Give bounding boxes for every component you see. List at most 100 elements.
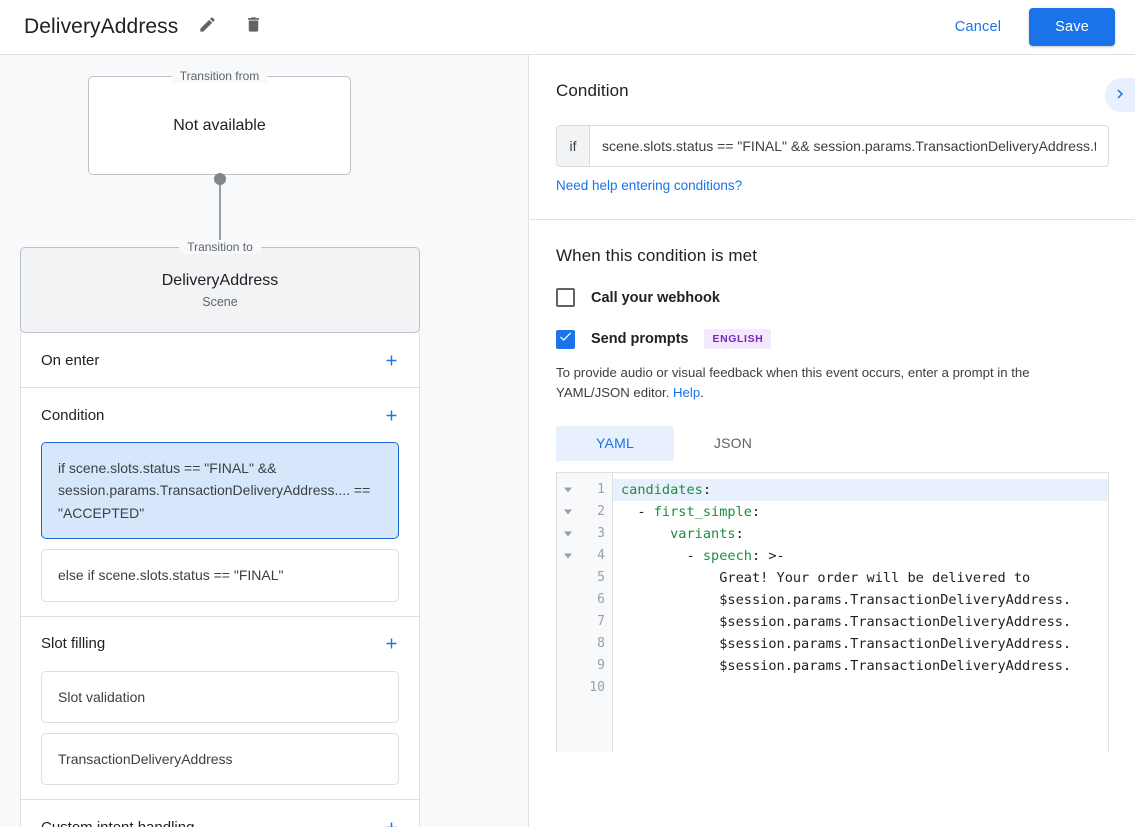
transition-to-card[interactable]: Transition to DeliveryAddress Scene [20, 240, 420, 333]
list-item[interactable]: else if scene.slots.status == "FINAL" [41, 549, 399, 602]
section-title: Slot filling [41, 635, 106, 653]
call-webhook-label: Call your webhook [591, 289, 720, 306]
gutter-line: 7 [557, 611, 612, 633]
language-badge: ENGLISH [704, 329, 772, 349]
fold-arrow-icon[interactable] [564, 553, 572, 559]
transition-to-subtitle: Scene [202, 294, 238, 309]
section-header[interactable]: Slot filling [21, 617, 419, 671]
section-on-enter: On enter [21, 333, 419, 388]
section-title: On enter [41, 351, 100, 369]
send-prompts-checkbox-row[interactable]: Send prompts ENGLISH [530, 329, 1135, 349]
expand-panel-button[interactable] [1105, 78, 1135, 112]
list-item[interactable]: TransactionDeliveryAddress [41, 732, 399, 786]
add-icon[interactable] [377, 630, 405, 658]
add-icon[interactable] [377, 346, 405, 374]
code-line: $session.params.TransactionDeliveryAddre… [719, 635, 1072, 652]
when-met-heading: When this condition is met [556, 246, 758, 265]
gutter-line: 6 [557, 589, 612, 611]
section-header[interactable]: On enter [21, 333, 419, 387]
tab-yaml[interactable]: YAML [556, 425, 674, 461]
yaml-editor[interactable]: 1 2 3 4 5 6 7 8 9 10 candidates: - first_simple: … [556, 471, 1109, 752]
condition-section: Condition if Need help entering conditio… [530, 55, 1135, 220]
code-line: - first_simple: [621, 503, 761, 520]
code-line: - speech: >- [621, 547, 785, 564]
add-icon[interactable] [377, 813, 405, 827]
cancel-button[interactable]: Cancel [941, 10, 1015, 44]
code-line: $session.params.TransactionDeliveryAddre… [719, 613, 1072, 630]
app-header: DeliveryAddress Cancel Save [0, 0, 1135, 55]
editor-code-area[interactable]: candidates: - first_simple: variants: - … [613, 473, 1108, 752]
when-condition-met-section: When this condition is met Call your web… [530, 220, 1135, 752]
send-prompts-checkbox[interactable] [556, 329, 575, 349]
transition-from-card[interactable]: Transition from Not available [88, 69, 351, 175]
right-panel: Condition if Need help entering conditio… [530, 55, 1135, 827]
code-line: candidates: [613, 478, 1108, 501]
line-number: 7 [597, 614, 605, 630]
editor-gutter: 1 2 3 4 5 6 7 8 9 10 [557, 472, 613, 752]
delete-button[interactable] [236, 10, 270, 44]
gutter-line: 9 [557, 655, 612, 677]
webhook-checkbox-row[interactable]: Call your webhook [530, 288, 1135, 307]
left-panel: Transition from Not available Transition… [0, 55, 529, 827]
code-line: $session.params.TransactionDeliveryAddre… [719, 657, 1072, 674]
fold-arrow-icon[interactable] [564, 531, 572, 537]
add-icon[interactable] [377, 401, 405, 429]
line-number: 10 [589, 680, 605, 696]
code-line: Great! Your order will be delivered to [719, 569, 1031, 586]
edit-title-button[interactable] [190, 10, 224, 44]
section-body: if scene.slots.status == "FINAL" && sess… [21, 442, 419, 616]
section-title: Condition [41, 406, 105, 424]
prompts-help-link[interactable]: Help [673, 385, 701, 401]
gutter-line: 10 [557, 677, 612, 699]
gutter-line: 1 [557, 479, 612, 501]
fold-arrow-icon[interactable] [564, 509, 572, 515]
body-wrapper: Transition from Not available Transition… [0, 55, 1135, 827]
section-header[interactable]: Custom intent handling [21, 800, 419, 827]
pencil-icon [198, 15, 217, 39]
list-item[interactable]: Slot validation [41, 670, 399, 723]
line-number: 4 [597, 548, 605, 564]
transition-from-legend: Transition from [171, 69, 268, 83]
gutter-line: 2 [557, 501, 612, 523]
chevron-right-icon [1111, 85, 1129, 106]
transition-to-name: DeliveryAddress [161, 271, 279, 289]
page-title: DeliveryAddress [24, 15, 179, 38]
condition-input[interactable] [590, 126, 1108, 166]
line-number: 2 [597, 504, 605, 520]
section-custom-intent-handling: Custom intent handling [21, 800, 419, 827]
line-number: 3 [597, 526, 605, 542]
gutter-line: 5 [557, 567, 612, 589]
line-number: 6 [597, 592, 605, 608]
line-number: 1 [597, 482, 605, 498]
condition-if-prefix: if [557, 126, 590, 166]
condition-heading: Condition [556, 81, 629, 100]
line-number: 5 [597, 570, 605, 586]
prompts-helper-text: To provide audio or visual feedback when… [556, 365, 1030, 401]
section-condition: Condition if scene.slots.status == "FINAL… [21, 388, 419, 617]
transition-from-name: Not available [173, 116, 266, 134]
code-line [613, 677, 1108, 699]
gutter-line: 3 [557, 523, 612, 545]
line-number: 8 [597, 636, 605, 652]
code-line: variants: [670, 525, 744, 542]
send-prompts-label: Send prompts [591, 331, 689, 347]
line-number: 9 [597, 658, 605, 674]
call-webhook-checkbox[interactable] [556, 288, 575, 307]
tab-json[interactable]: JSON [713, 435, 753, 452]
code-line: $session.params.TransactionDeliveryAddre… [719, 591, 1072, 608]
gutter-line: 8 [557, 633, 612, 655]
prompts-helper-body: To provide audio or visual feedback when… [556, 365, 1030, 401]
editor-format-tabs: YAML JSON [556, 425, 1109, 461]
section-divider [530, 219, 1135, 220]
gutter-line: 4 [557, 545, 612, 567]
condition-input-row[interactable]: if [556, 125, 1109, 167]
save-button[interactable]: Save [1029, 8, 1115, 46]
list-item[interactable]: if scene.slots.status == "FINAL" && sess… [41, 442, 399, 540]
fold-arrow-icon[interactable] [564, 487, 572, 493]
section-title: Custom intent handling [41, 819, 377, 827]
transition-to-legend: Transition to [179, 240, 261, 254]
condition-help-link[interactable]: Need help entering conditions? [556, 178, 743, 193]
section-header[interactable]: Condition [21, 388, 419, 442]
